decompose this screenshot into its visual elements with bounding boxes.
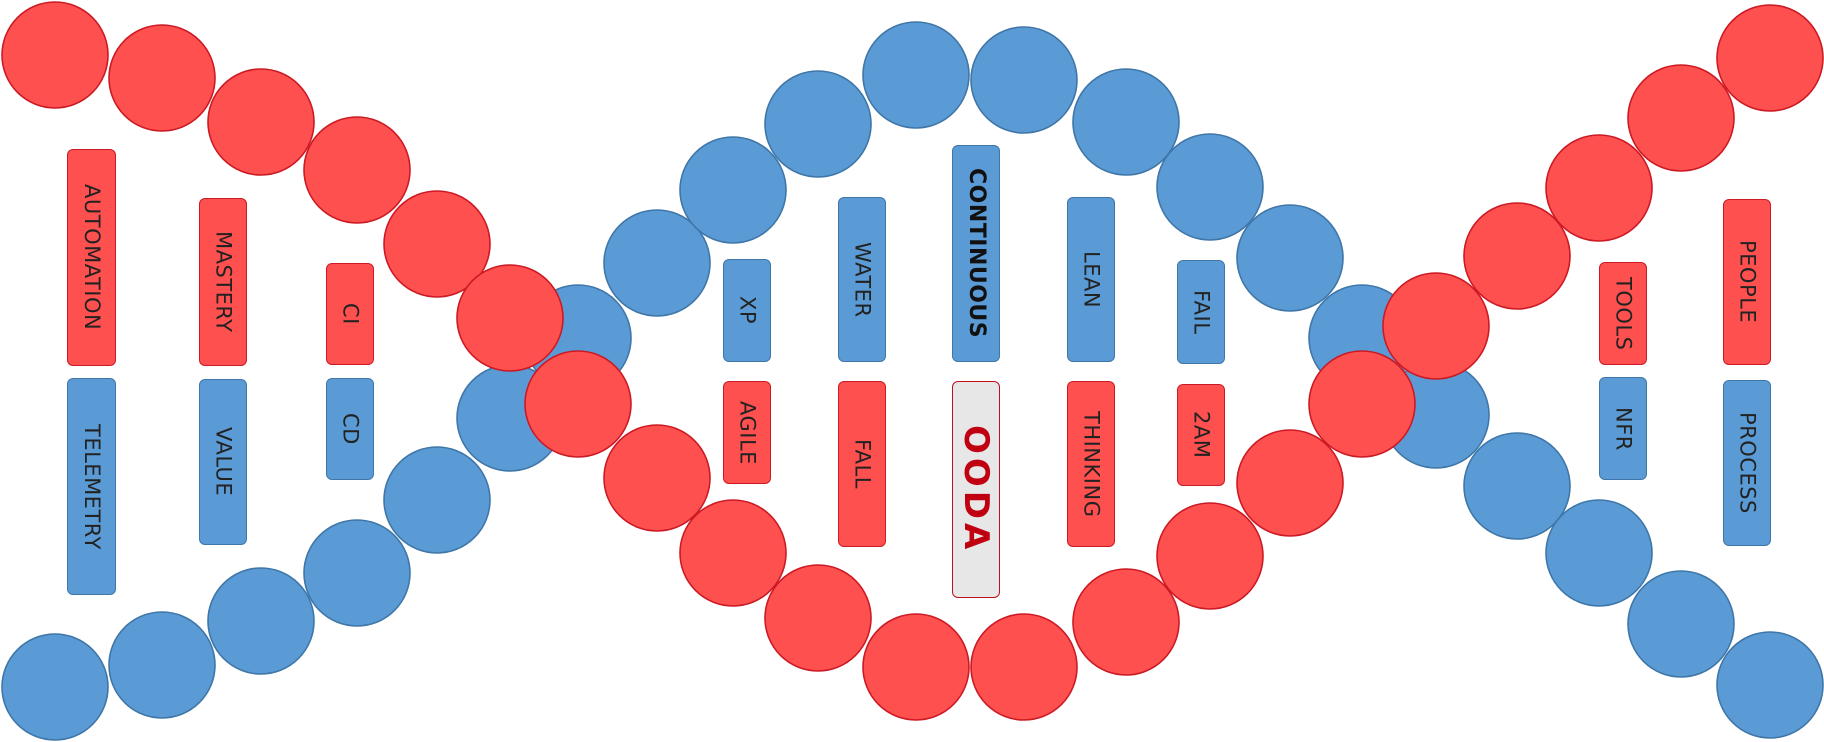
rung-nfr: NFR (1599, 377, 1647, 480)
red-strand-bead (1627, 64, 1735, 172)
rung-fail-label: FAIL (1189, 289, 1214, 335)
red-strand-bead (108, 24, 216, 132)
blue-strand-bead (1072, 68, 1180, 176)
blue-strand-bead (1, 633, 109, 741)
red-strand-bead (1236, 429, 1344, 537)
rung-ooda-label: OODA (956, 425, 996, 554)
rung-automation: AUTOMATION (67, 149, 116, 366)
blue-strand-bead (1716, 631, 1824, 739)
blue-strand-bead (679, 136, 787, 244)
rung-2am-label: 2AM (1189, 411, 1214, 459)
rung-2am: 2AM (1177, 384, 1225, 486)
red-strand-bead (679, 499, 787, 607)
red-strand-bead (862, 613, 970, 721)
rung-continuous: CONTINUOUS (952, 145, 1000, 362)
rung-fall-label: FALL (850, 439, 875, 489)
blue-strand-bead (1627, 570, 1735, 678)
red-strand-bead (1463, 202, 1571, 310)
rung-fall: FALL (838, 381, 886, 547)
rung-ooda: OODA (952, 381, 1000, 598)
rung-ci: CI (326, 263, 374, 365)
rung-cd-label: CD (338, 413, 363, 445)
blue-strand-bead (207, 567, 315, 675)
blue-strand-bead (1156, 133, 1264, 241)
blue-strand-bead (764, 70, 872, 178)
red-strand-bead (1545, 134, 1653, 242)
rung-agile-label: AGILE (735, 400, 760, 465)
rung-automation-label: AUTOMATION (80, 184, 104, 331)
red-strand-bead (1716, 4, 1824, 112)
red-strand-bead (1, 1, 109, 109)
rung-lean: LEAN (1067, 197, 1115, 362)
rung-water-label: WATER (850, 241, 875, 318)
red-strand-bead (303, 116, 411, 224)
blue-strand-bead (383, 446, 491, 554)
rung-tools: TOOLS (1599, 262, 1647, 365)
rung-value: VALUE (199, 379, 247, 545)
blue-strand-bead (970, 26, 1078, 134)
rung-ci-label: CI (338, 303, 363, 325)
rung-process: PROCESS (1723, 380, 1771, 546)
rung-telemetry-label: TELEMETRY (80, 423, 104, 550)
rung-value-label: VALUE (211, 427, 236, 497)
blue-strand-bead (862, 21, 970, 129)
rung-thinking-label: THINKING (1079, 410, 1104, 518)
rung-tools-label: TOOLS (1611, 276, 1636, 351)
red-strand-bead (524, 350, 632, 458)
red-strand-bead (764, 564, 872, 672)
rung-water: WATER (838, 197, 886, 362)
rung-mastery-label: MASTERY (211, 231, 236, 333)
red-strand-bead (1382, 272, 1490, 380)
rung-agile: AGILE (723, 381, 771, 484)
rung-mastery: MASTERY (199, 198, 247, 366)
red-strand-bead (603, 424, 711, 532)
red-strand-bead (456, 264, 564, 372)
rung-cd: CD (326, 378, 374, 480)
rung-process-label: PROCESS (1735, 412, 1760, 514)
rung-telemetry: TELEMETRY (67, 378, 116, 595)
red-strand-bead (1072, 568, 1180, 676)
red-strand-bead (970, 613, 1078, 721)
red-strand-bead (383, 190, 491, 298)
red-strand-bead (207, 68, 315, 176)
blue-strand-bead (603, 209, 711, 317)
blue-strand-bead (303, 519, 411, 627)
rung-xp-label: XP (735, 296, 760, 325)
red-strand-bead (1156, 502, 1264, 610)
rung-nfr-label: NFR (1611, 406, 1636, 451)
rung-lean-label: LEAN (1079, 250, 1104, 309)
rung-xp: XP (723, 259, 771, 362)
rung-fail: FAIL (1177, 260, 1225, 364)
blue-strand-bead (108, 611, 216, 719)
blue-strand-bead (1236, 204, 1344, 312)
blue-strand-bead (1463, 432, 1571, 540)
rung-continuous-label: CONTINUOUS (964, 168, 989, 339)
rung-people-label: PEOPLE (1735, 240, 1760, 324)
rung-thinking: THINKING (1067, 381, 1115, 547)
red-strand-bead (1308, 350, 1416, 458)
rung-people: PEOPLE (1723, 199, 1771, 365)
blue-strand-bead (1545, 499, 1653, 607)
